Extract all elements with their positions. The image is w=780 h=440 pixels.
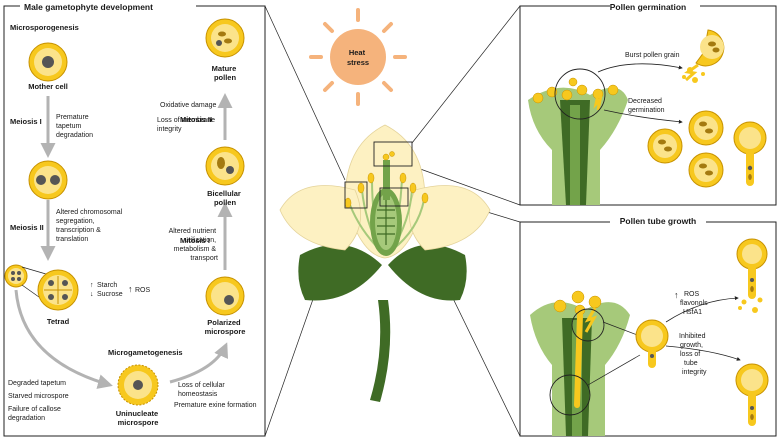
ros-label-tetrad: ROS	[135, 287, 151, 294]
meiosis1-label: Meiosis I	[10, 117, 42, 126]
sun-icon	[309, 8, 407, 106]
short-tube-pollen	[733, 121, 767, 186]
uninucleate-label: Uninucleate microspore	[116, 409, 161, 427]
mother-cell-label: Mother cell	[28, 82, 68, 91]
inhibited-label: Inhibited growth, loss of tube integrity	[679, 333, 707, 376]
mitosis1-note: Altered nutrient utilization, metabolism…	[169, 228, 218, 262]
mother-cell	[28, 42, 68, 82]
non-germinated-grain-2	[647, 128, 683, 164]
tube-pistil	[530, 290, 630, 436]
tetrad-small	[4, 264, 28, 288]
arrow-up-starch: ↑	[90, 282, 94, 289]
dyad-cell	[28, 160, 68, 200]
sucrose-label: Sucrose	[97, 291, 123, 298]
homeostasis-notes: Loss of cellular homeostasis Premature e…	[174, 382, 257, 409]
germination-title: Pollen germination	[610, 2, 687, 12]
germinating-pollen	[635, 319, 669, 368]
male-panel-title: Male gametophyte development	[24, 2, 153, 12]
mitosis2-note: Oxidative damage Loss of membrane integr…	[157, 102, 218, 133]
mature-pollen	[205, 18, 245, 58]
heat-stress-label: Heat stress	[347, 48, 369, 67]
mature-label: Mature pollen	[212, 64, 239, 82]
meiosis2-note: Altered chromosomal segregation, transcr…	[56, 209, 124, 243]
uninucleate-microspore	[117, 364, 159, 406]
arrow-tetrad-to-uninucleate	[14, 289, 113, 389]
arrow-down-sucrose: ↓	[90, 291, 94, 298]
inhibited-pollen-tube	[735, 363, 769, 426]
tetrad-label: Tetrad	[47, 317, 70, 326]
decreased-label: Decreased germination	[628, 98, 665, 114]
arrow-uninucleate-to-polarized	[169, 342, 229, 384]
arrow-up-ros-tube: ↑	[674, 290, 679, 300]
non-germinated-grain-3	[688, 152, 724, 188]
starch-label: Starch	[97, 282, 117, 289]
meiosis2-label: Meiosis II	[10, 223, 44, 232]
bicellular-label: Bicellular pollen	[207, 189, 243, 207]
ros-flavonols-label: ROS flavonols HsfA1	[680, 291, 710, 316]
bursting-pollen-tube	[736, 238, 768, 313]
polarized-label: Polarized microspore	[205, 318, 246, 336]
polarized-microspore	[205, 276, 245, 316]
arrow-up-ros: ↑	[128, 284, 133, 294]
flower-illustration	[279, 124, 491, 402]
bicellular-pollen	[205, 146, 245, 186]
tapetum-notes: Degraded tapetum Starved microspore Fail…	[8, 380, 71, 422]
burst-pollen-grain	[682, 29, 725, 83]
meiosis1-note: Premature tapetum degradation	[56, 114, 93, 139]
microsporogenesis-label: Microsporogenesis	[10, 23, 79, 32]
tetrad-zoom	[37, 269, 79, 311]
germination-pistil	[528, 68, 628, 205]
tube-title: Pollen tube growth	[620, 216, 697, 226]
mitosis1-label: Mitosis I	[180, 236, 210, 245]
non-germinated-grain-1	[688, 110, 724, 146]
mitosis2-label: Mitosis II	[180, 115, 212, 124]
burst-label: Burst pollen grain	[625, 52, 680, 59]
microgametogenesis-label: Microgametogenesis	[108, 348, 183, 357]
